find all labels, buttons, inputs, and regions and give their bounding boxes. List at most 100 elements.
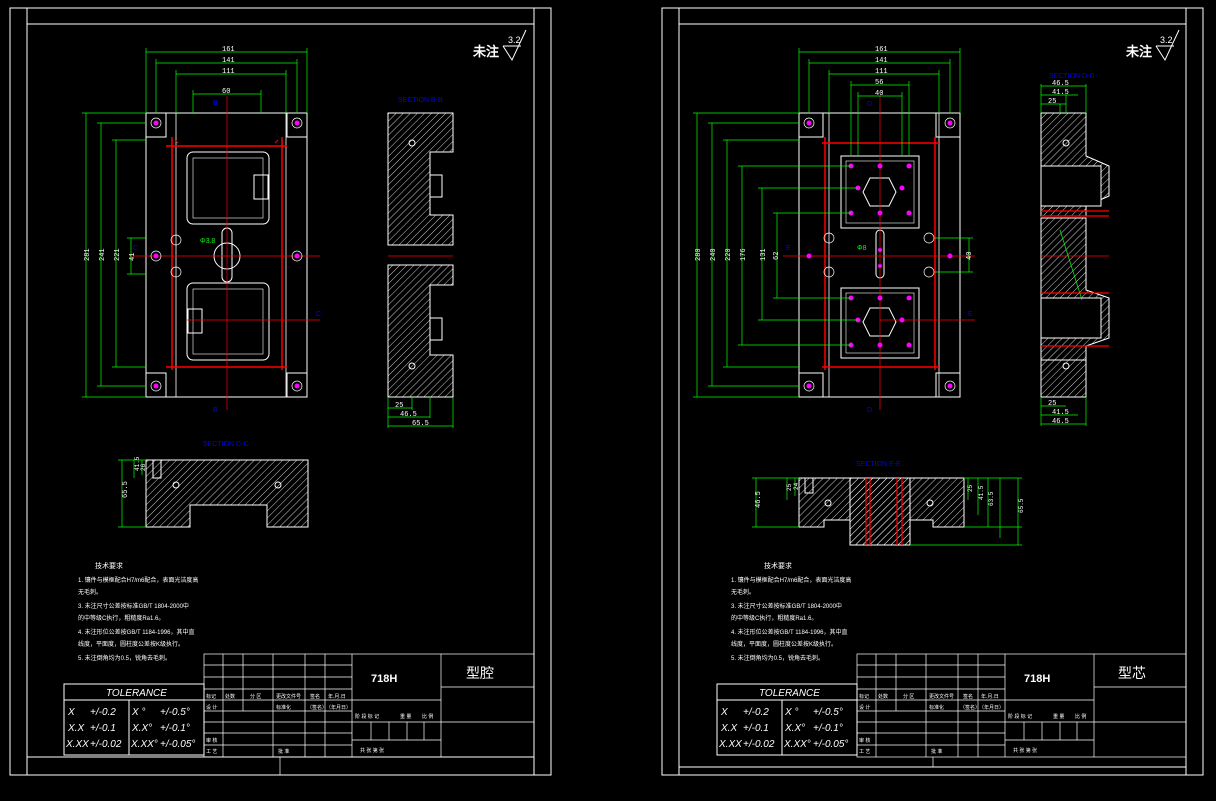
- right-technical-notes: 技术要求 1. 镶件与模框配合H7/m6配合，表面光洁度高 无毛刺。 3. 未注…: [731, 561, 851, 662]
- right-surface-note: 未注: [1125, 44, 1152, 59]
- svg-text:5. 未注倒角均为0.5，锐角去毛刺。: 5. 未注倒角均为0.5，锐角去毛刺。: [78, 654, 171, 662]
- right-dd-dim-bot-41-5: 41.5: [1052, 409, 1069, 417]
- right-roughness-value: 3.2: [1160, 35, 1173, 45]
- left-dim-top-111: 111: [222, 68, 235, 76]
- left-cc-dim-65-5: 65.5: [122, 481, 130, 498]
- left-section-cc-label: SECTION C-C: [203, 441, 249, 448]
- svg-text:X.X°: X.X°: [784, 723, 805, 734]
- svg-text:标记: 标记: [859, 693, 869, 700]
- left-dim-side-41: 41: [129, 253, 137, 261]
- left-title-block: [203, 653, 535, 775]
- svg-text:重 量: 重 量: [400, 713, 411, 720]
- svg-text:+/-0.2: +/-0.2: [743, 707, 769, 718]
- svg-text:线度，平面度，圆柱度公差按K级执行。: 线度，平面度，圆柱度公差按K级执行。: [731, 640, 837, 648]
- svg-text:批 准: 批 准: [931, 748, 942, 755]
- left-roughness-symbol: [502, 29, 527, 62]
- left-dim-side-281: 281: [84, 248, 92, 261]
- svg-text:阶 段 标 记: 阶 段 标 记: [1008, 713, 1032, 720]
- svg-text:+/-0.2: +/-0.2: [90, 707, 116, 718]
- svg-text:工 艺: 工 艺: [859, 749, 870, 755]
- right-dim-side-240: 240: [710, 248, 718, 261]
- svg-text:+/-0.05°: +/-0.05°: [813, 739, 848, 750]
- right-side-dimensions: [693, 112, 973, 398]
- svg-text:共 张 第 张: 共 张 第 张: [360, 747, 384, 754]
- svg-text:+/-0.5°: +/-0.5°: [813, 707, 843, 718]
- svg-text:1. 镶件与模框配合H7/m6配合，表面光洁度高: 1. 镶件与模框配合H7/m6配合，表面光洁度高: [731, 576, 851, 584]
- svg-text:C: C: [316, 311, 321, 318]
- svg-text:X.XX°: X.XX°: [130, 739, 158, 750]
- right-section-dd-label: SECTION D-D: [1049, 73, 1095, 80]
- right-title-block: [856, 653, 1187, 767]
- svg-text:1. 镶件与模框配合H7/m6配合，表面光洁度高: 1. 镶件与模框配合H7/m6配合，表面光洁度高: [78, 576, 198, 584]
- left-cc-dim-41-5: 41.5: [134, 456, 141, 471]
- svg-text:+/-0.02: +/-0.02: [90, 739, 122, 750]
- right-material: 718H: [1024, 673, 1050, 685]
- svg-text:标准化: 标准化: [929, 704, 944, 711]
- left-dim-side-241: 241: [99, 248, 107, 261]
- left-dim-top-60: 60: [222, 88, 230, 96]
- left-dim-side-221: 221: [114, 248, 122, 261]
- left-sheet-outer-border: [9, 7, 552, 776]
- svg-text:签名: 签名: [963, 693, 973, 700]
- svg-text:的中等级C执行，粗糙度Ra1.6。: 的中等级C执行，粗糙度Ra1.6。: [78, 614, 164, 622]
- svg-text:（签名）: （签名）: [307, 704, 327, 711]
- svg-text:（年月日）: （年月日）: [979, 704, 1004, 711]
- right-plan-view: Φ8 D D E E: [783, 96, 975, 414]
- left-top-dimensions: [145, 48, 308, 113]
- left-dim-top-161: 161: [222, 46, 235, 54]
- right-dim-top-161: 161: [875, 46, 888, 54]
- left-title-block-labels: 标记 处数 分 区 更改文件号 签名 年.月.日 设 计 标准化 （签名） （年…: [206, 693, 433, 755]
- svg-text:分 区: 分 区: [903, 693, 914, 700]
- svg-text:X.X: X.X: [720, 723, 737, 734]
- svg-text:4. 未注形位公差按GB/T 1184-1996，其中直: 4. 未注形位公差按GB/T 1184-1996，其中直: [78, 628, 194, 636]
- right-roughness-symbol: [1155, 29, 1180, 62]
- svg-text:处数: 处数: [225, 693, 235, 700]
- right-part-name: 型芯: [1118, 665, 1146, 681]
- svg-text:+/-0.05°: +/-0.05°: [160, 739, 195, 750]
- svg-text:X.X°: X.X°: [131, 723, 152, 734]
- svg-text:年.月.日: 年.月.日: [981, 693, 999, 700]
- svg-text:X.X: X.X: [67, 723, 84, 734]
- svg-text:4. 未注形位公差按GB/T 1184-1996，其中直: 4. 未注形位公差按GB/T 1184-1996，其中直: [731, 628, 847, 636]
- left-tolerance-block: TOLERANCE X +/-0.2 X ° +/-0.5° X.X +/-0.…: [63, 683, 205, 756]
- left-dim-top-141: 141: [222, 57, 235, 65]
- svg-text:批 准: 批 准: [278, 748, 289, 755]
- right-dim-top-40: 40: [875, 90, 883, 98]
- svg-text:阶 段 标 记: 阶 段 标 记: [355, 713, 379, 720]
- right-ee-dim-24: 24: [793, 482, 800, 490]
- svg-text:审 核: 审 核: [206, 737, 217, 744]
- left-section-bb-label: SECTION B-B: [398, 97, 443, 104]
- left-part-name: 型腔: [466, 665, 494, 681]
- left-side-dimensions: [82, 112, 146, 398]
- right-sheet-inner-border: [678, 23, 1187, 768]
- svg-text:X: X: [720, 707, 728, 718]
- right-hole-label: Φ8: [857, 245, 867, 252]
- left-section-bb-view: [387, 112, 454, 398]
- right-ee-dim-25: 25: [786, 483, 793, 491]
- right-dd-dim-bot-25: 25: [1048, 400, 1056, 408]
- svg-text:+/-0.1: +/-0.1: [743, 723, 769, 734]
- svg-text:C: C: [133, 245, 138, 252]
- svg-text:处数: 处数: [878, 693, 888, 700]
- svg-text:+/-0.1: +/-0.1: [90, 723, 116, 734]
- right-dd-dim-top-25: 25: [1048, 98, 1056, 106]
- svg-text:3. 未注尺寸公差按标准GB/T 1804-2000中: 3. 未注尺寸公差按标准GB/T 1804-2000中: [78, 602, 189, 610]
- svg-text:签名: 签名: [310, 693, 320, 700]
- svg-text:设 计: 设 计: [206, 704, 217, 711]
- svg-text:TOLERANCE: TOLERANCE: [759, 688, 820, 699]
- right-drawing-sheet: 未注 3.2: [661, 7, 1204, 776]
- left-bb-dim-25: 25: [395, 402, 403, 410]
- right-top-dimensions: [798, 48, 961, 156]
- svg-text:比 例: 比 例: [422, 713, 433, 720]
- svg-text:D: D: [867, 101, 872, 108]
- svg-text:更改文件号: 更改文件号: [929, 693, 954, 700]
- svg-text:+/-0.1°: +/-0.1°: [160, 723, 190, 734]
- right-dim-top-111: 111: [875, 68, 888, 76]
- right-dd-dim-top-41-5: 41.5: [1052, 89, 1069, 97]
- right-dim-side-280: 280: [695, 248, 703, 261]
- svg-text:+/-0.02: +/-0.02: [743, 739, 775, 750]
- svg-text:设 计: 设 计: [859, 704, 870, 711]
- svg-text:无毛刺。: 无毛刺。: [731, 588, 755, 596]
- right-dim-side-220: 220: [725, 248, 733, 261]
